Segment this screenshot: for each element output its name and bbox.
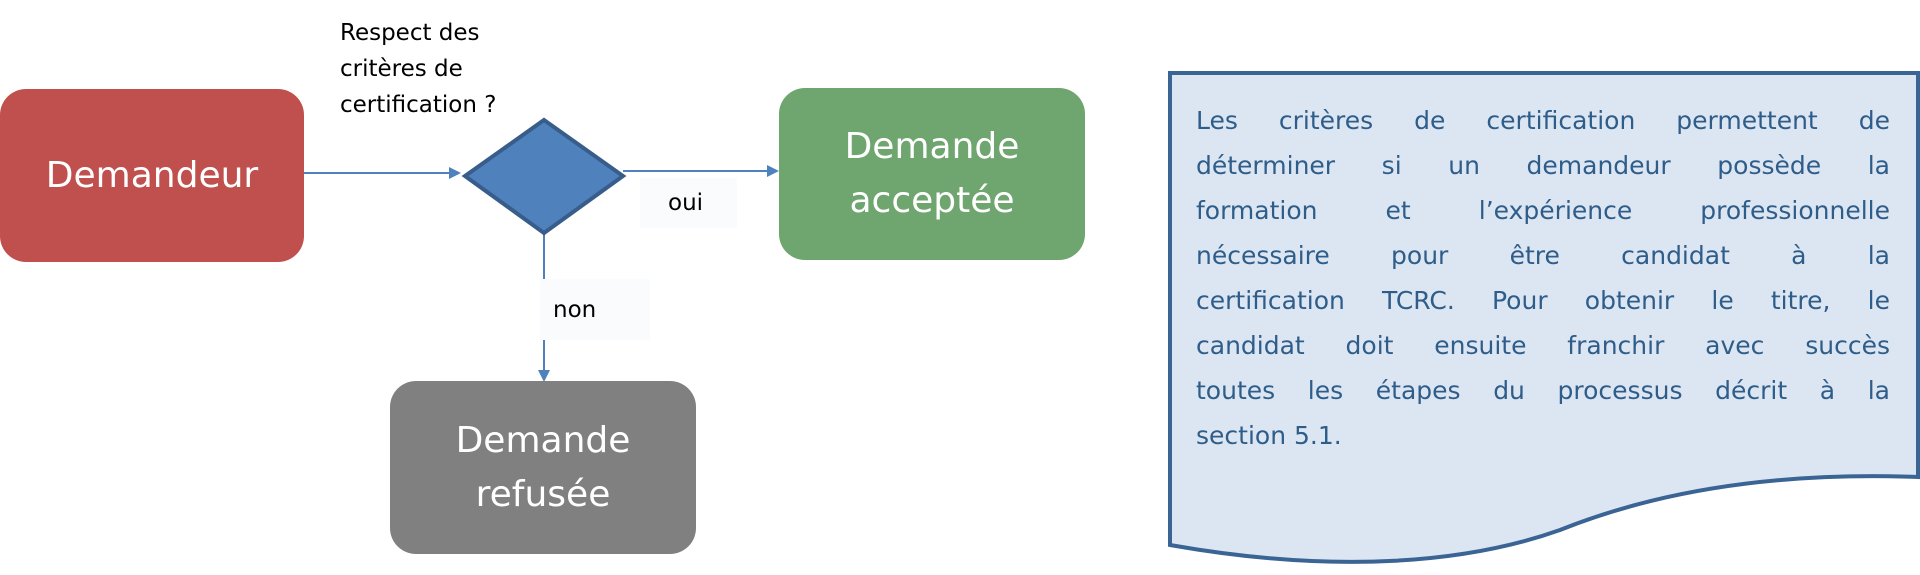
decision-diamond [461, 117, 627, 236]
note-text: Les critères de certification permettent… [1196, 98, 1890, 458]
edge-label-oui-text: oui [668, 190, 704, 216]
refused-node-label-line: Demande [455, 419, 631, 461]
note-line: Les critères de certification permettent… [1196, 106, 1890, 135]
refused-node: Demande refusée [390, 381, 696, 554]
question-line: critères de [340, 56, 463, 82]
start-node-demandeur: Demandeur [0, 89, 304, 262]
start-node-label: Demandeur [45, 154, 259, 196]
edge-label-non: non [540, 279, 650, 340]
accepted-node-label-line: Demande [844, 126, 1020, 167]
note-line: certification TCRC. Pour obtenir le titr… [1196, 286, 1890, 315]
note-line: déterminer si un demandeur possède la [1196, 151, 1890, 180]
note-line: nécessaire pour être candidat à la [1196, 241, 1890, 270]
note-line: formation et l’expérience professionnell… [1196, 196, 1890, 225]
edge-label-non-text: non [553, 296, 597, 323]
edge-label-oui: oui [640, 178, 737, 228]
decision-question: Respect des critères de certification ? [340, 15, 530, 123]
accepted-node-label-line: acceptée [849, 180, 1015, 221]
note-line: candidat doit ensuite franchir avec succ… [1196, 331, 1890, 360]
accepted-node: Demande acceptée [779, 88, 1085, 260]
refused-node-label-line: refusée [475, 473, 611, 515]
question-line: certification ? [340, 92, 497, 118]
question-line: Respect des [340, 20, 480, 46]
note-line: toutes les étapes du processus décrit à … [1196, 376, 1890, 405]
note-line: section 5.1. [1196, 421, 1342, 450]
note-document-shape [1168, 71, 1920, 564]
